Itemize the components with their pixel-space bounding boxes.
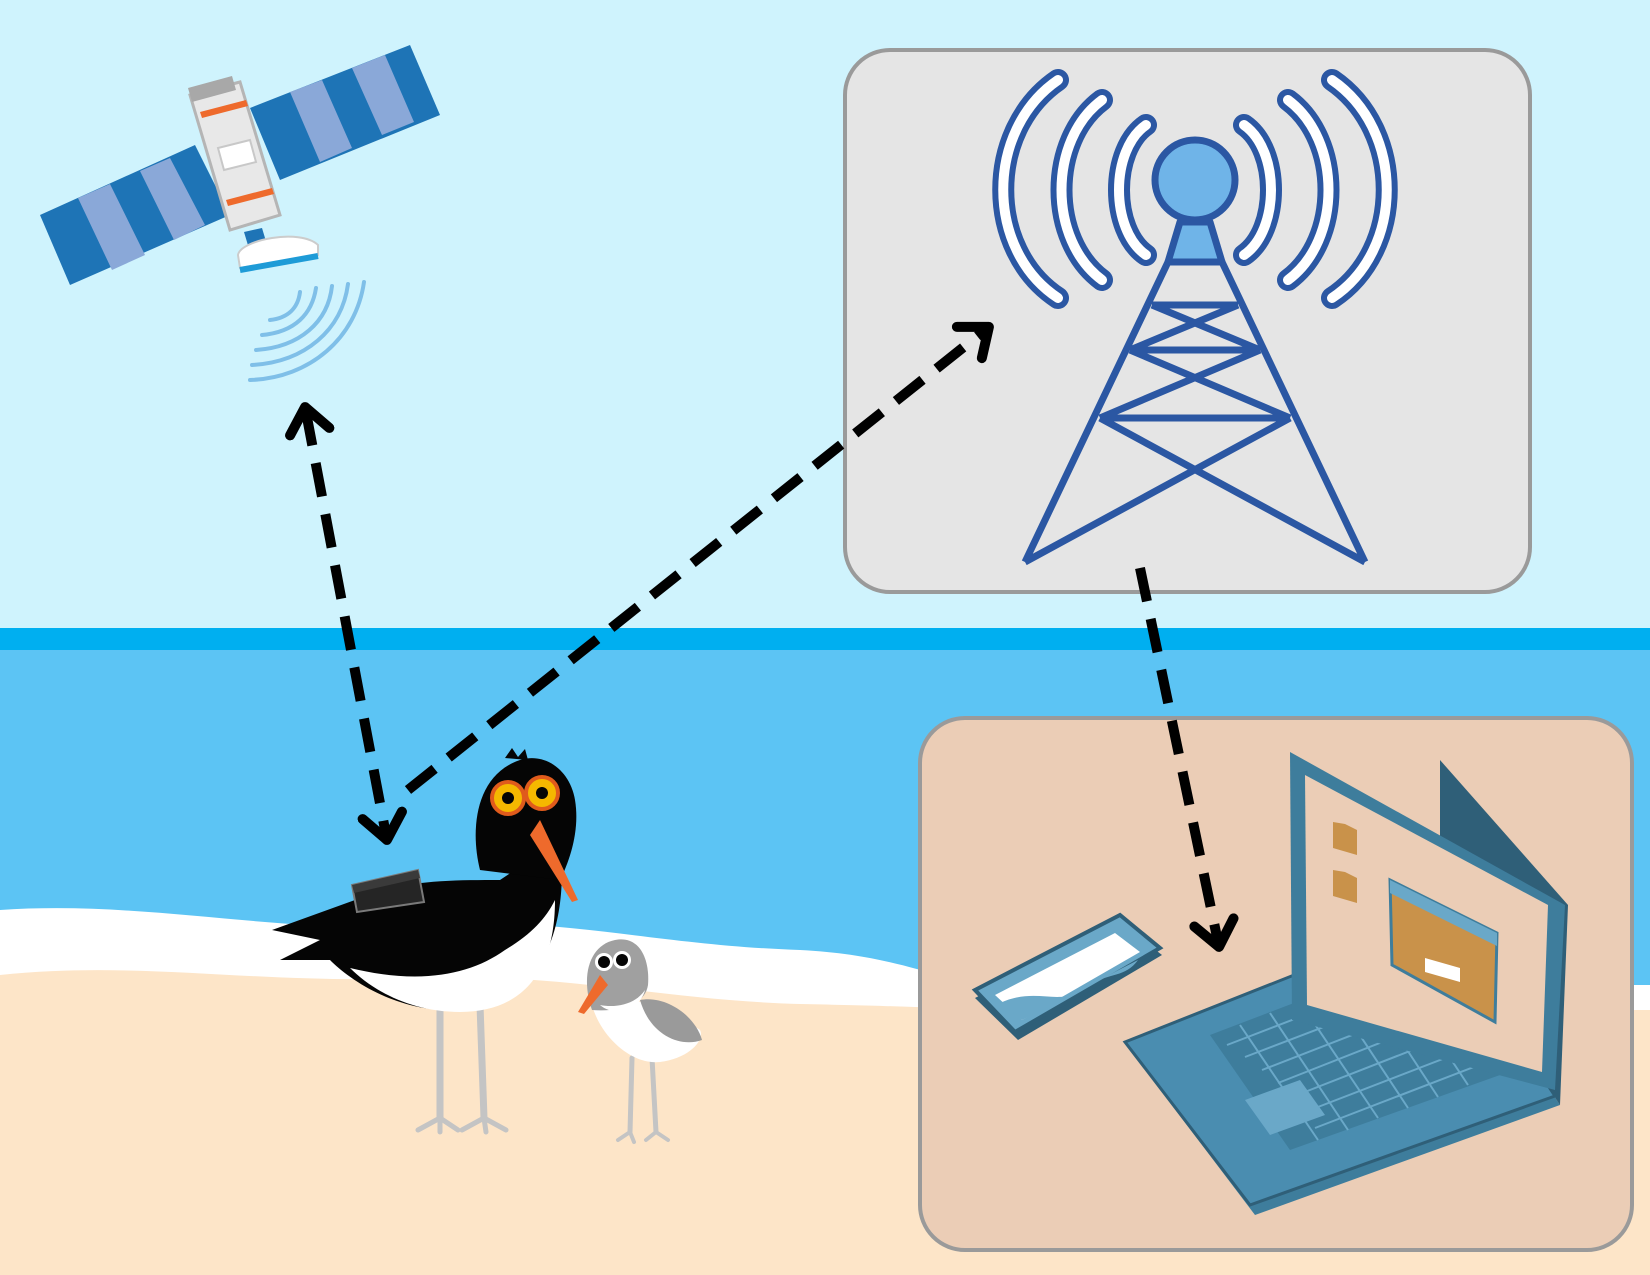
radio-waves-icon — [992, 69, 1398, 309]
arrow-bird-tower — [404, 321, 994, 794]
satellite-icon — [40, 45, 440, 382]
trackpad — [1245, 1080, 1325, 1135]
laptop-and-phone-icon — [971, 752, 1568, 1215]
chick-icon — [578, 939, 702, 1144]
cell-tower-panel — [843, 48, 1532, 594]
laptop-icon — [1122, 752, 1568, 1215]
bird-legs — [415, 1001, 509, 1135]
bird-beak — [530, 820, 578, 902]
solar-panel-left — [40, 145, 230, 285]
antenna-cone — [1164, 218, 1226, 266]
tower-frame — [1021, 260, 1369, 566]
window-icon — [1388, 877, 1499, 1025]
chick-wing — [640, 999, 702, 1043]
antenna-ball — [1151, 136, 1239, 224]
solar-panel-right — [250, 45, 440, 180]
cell-tower-icon — [992, 69, 1398, 566]
devices-panel — [918, 716, 1634, 1252]
horizon-line — [0, 628, 1650, 650]
phone-icon — [971, 912, 1164, 1040]
gps-tag-icon — [350, 868, 426, 914]
signal-waves-icon — [248, 280, 366, 382]
bird-crest — [505, 748, 528, 760]
bird-belly — [350, 900, 555, 1012]
connection-arrows — [285, 321, 1239, 952]
bird-eyes — [490, 775, 560, 816]
arrow-satellite-bird — [285, 402, 407, 845]
folder-icon — [1333, 822, 1357, 903]
oystercatcher-with-gps-tag-icon — [272, 748, 578, 1135]
satellite-body — [188, 76, 319, 273]
arrow-tower-devices — [1135, 566, 1239, 952]
chick-beak — [578, 975, 608, 1014]
